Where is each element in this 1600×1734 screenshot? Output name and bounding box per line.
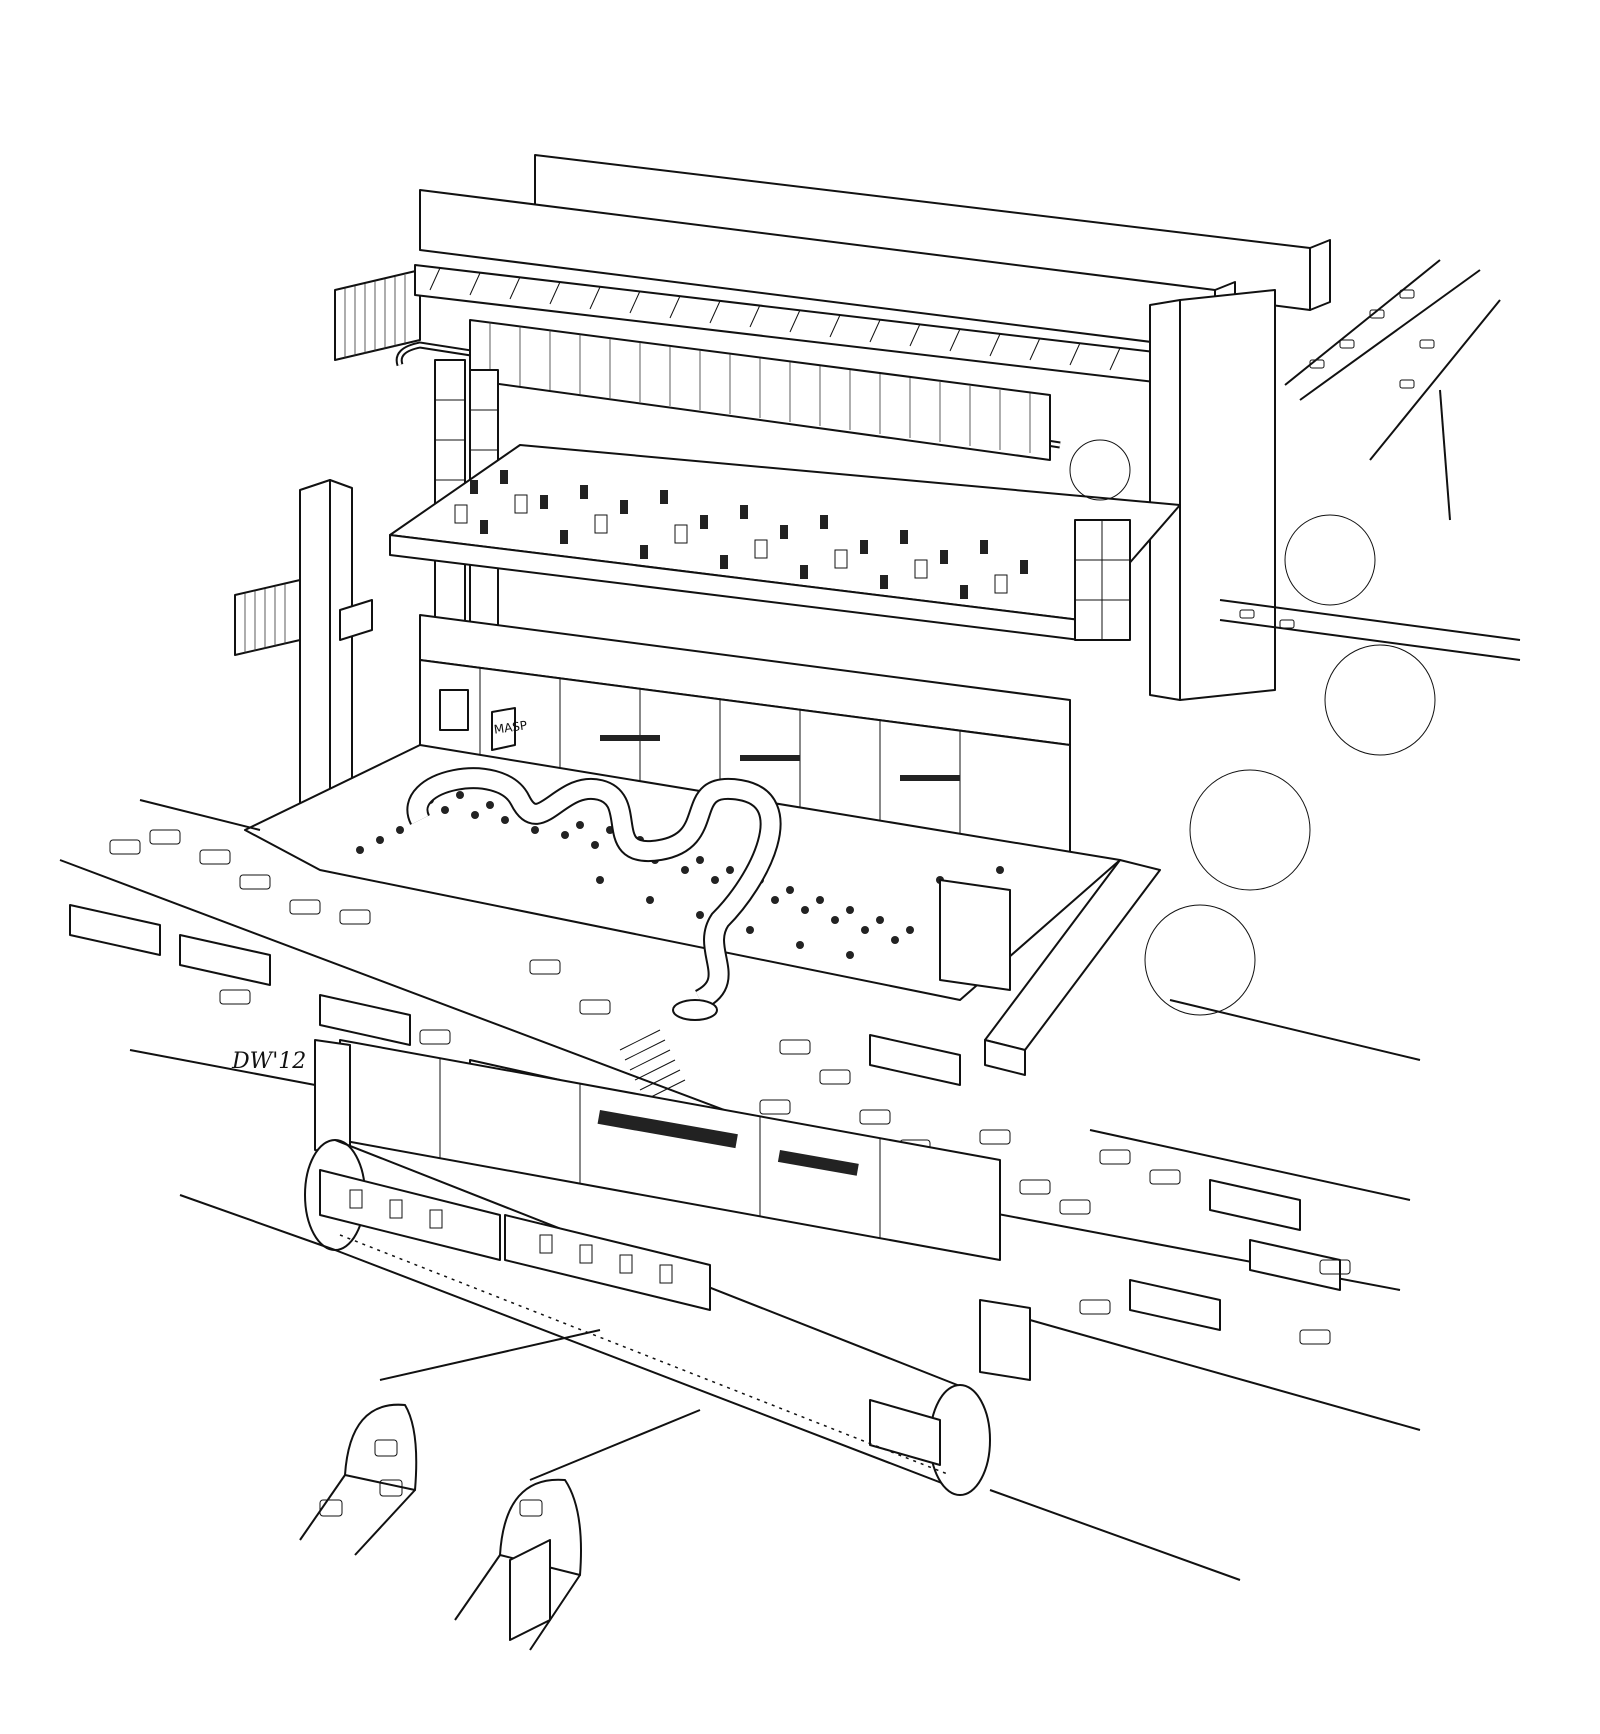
masp-sign: MASP (491, 707, 528, 751)
serpent-sculpture (406, 767, 782, 1021)
stair-ramp-block (939, 859, 1161, 1076)
support-pier-right (979, 1299, 1031, 1381)
bus-in-tunnel (509, 1539, 551, 1641)
cross-road-right (1089, 999, 1421, 1201)
plaza (244, 744, 1121, 1021)
svg-text:MASP: MASP (493, 718, 528, 737)
middle-floor: MASP (419, 614, 1071, 861)
bookshelf (439, 689, 469, 731)
support-pier-left (314, 1039, 351, 1156)
track (339, 1234, 951, 1476)
roof-beam-back (534, 154, 1331, 311)
hatched-screen-left (234, 579, 301, 656)
metro-train (319, 1169, 941, 1466)
elevator-core (1074, 519, 1131, 641)
side-panel-left (334, 269, 421, 361)
trees-right (1069, 439, 1436, 1016)
underpass-tunnel-left (299, 1329, 601, 1556)
artist-signature: DW'12 (231, 1049, 306, 1074)
crosswalk (619, 1029, 686, 1101)
upper-gallery-floor (389, 444, 1181, 641)
metro-station (314, 1039, 1031, 1381)
pillar-left (299, 479, 373, 846)
underpass-tunnel-right (454, 1409, 701, 1651)
gallery-back-wall (469, 319, 1051, 461)
metro-tunnel (179, 1139, 1421, 1581)
elevated-highway (1219, 259, 1521, 661)
pillar-right (1149, 289, 1276, 701)
